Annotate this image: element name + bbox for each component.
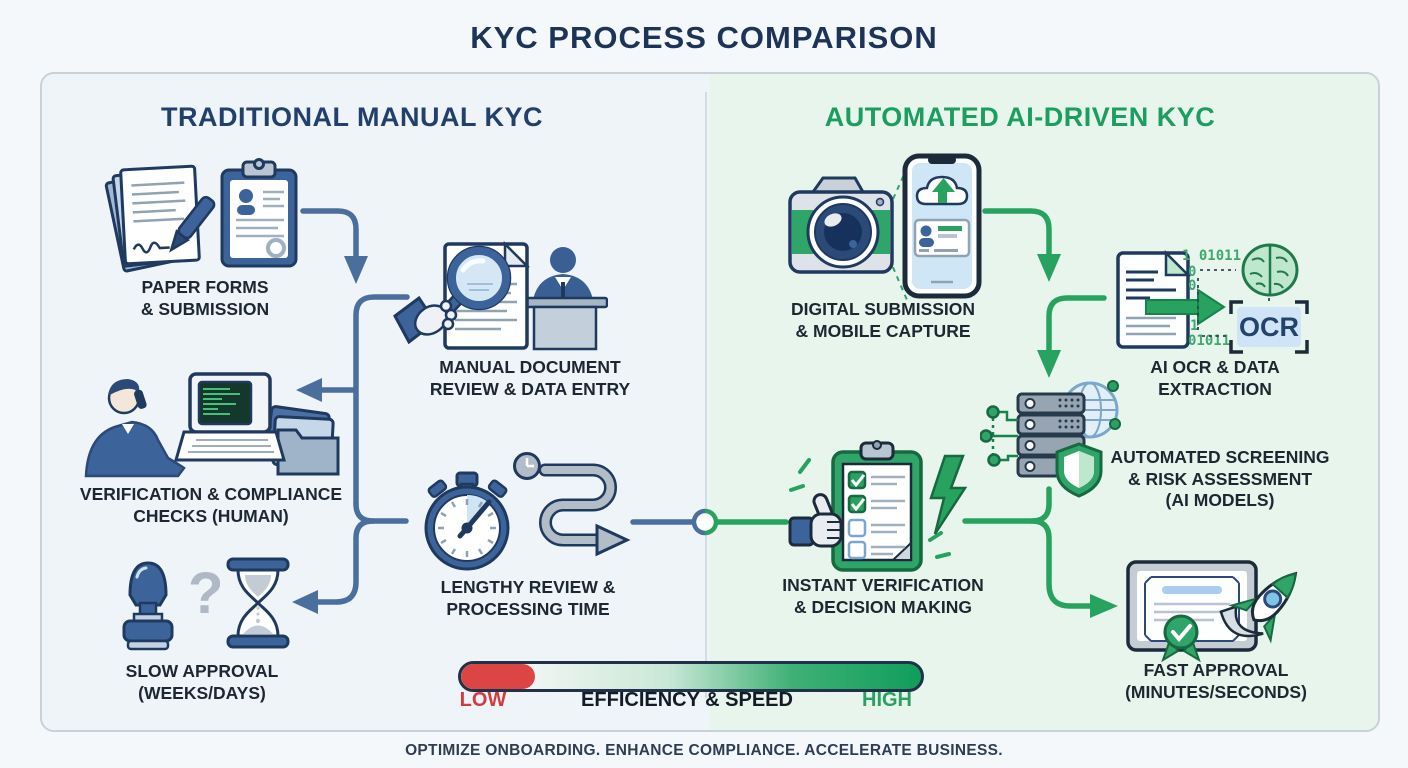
footer-tagline: OPTIMIZE ONBOARDING. ENHANCE COMPLIANCE.… (405, 742, 1003, 759)
clipboard-id-icon (220, 158, 298, 268)
page-title: KYC PROCESS COMPARISON (470, 20, 938, 55)
svg-text:0: 0 (1188, 264, 1196, 280)
svg-text:1: 1 (1190, 318, 1198, 334)
svg-text:1 01011: 1 01011 (1182, 248, 1241, 264)
step-label-paper-forms: PAPER FORMS & SUBMISSION (140, 277, 270, 319)
network-nodes-icon (980, 405, 1018, 467)
lightning-bolt-icon (929, 454, 968, 535)
rocket-icon (1219, 571, 1298, 644)
step-label-ai-ocr: AI OCR & DATA EXTRACTION (1150, 357, 1280, 399)
verification-human-icon (84, 372, 340, 478)
svg-text:OCR: OCR (1239, 312, 1299, 342)
pen-icon (169, 195, 216, 253)
step-label-instant-verification: INSTANT VERIFICATION & DECISION MAKING (782, 575, 984, 617)
slow-approval-icon: ? (122, 557, 290, 651)
step-label-verification-human: VERIFICATION & COMPLIANCE CHECKS (HUMAN) (79, 484, 343, 526)
checklist-clipboard-icon (831, 440, 923, 572)
step-label-fast-approval: FAST APPROVAL (MINUTES/SECONDS) (1125, 660, 1307, 702)
efficiency-low-label: LOW (459, 689, 507, 711)
lengthy-review-icon (424, 452, 631, 571)
extraction-arrow-icon (1145, 288, 1226, 326)
person-on-phone-icon (84, 379, 186, 478)
instant-verification-icon (788, 440, 968, 572)
svg-text:01011: 01011 (1188, 333, 1230, 349)
ocr-badge: OCR (1229, 300, 1309, 354)
step-label-manual-review: MANUAL DOCUMENT REVIEW & DATA ENTRY (429, 357, 631, 399)
step-label-slow-approval: SLOW APPROVAL (WEEKS/DAYS) (125, 661, 279, 703)
crt-computer-icon (174, 372, 286, 462)
fast-approval-icon (1126, 560, 1298, 663)
efficiency-high-label: HIGH (862, 689, 912, 711)
efficiency-speed-bar (458, 661, 924, 692)
automated-screening-icon (980, 380, 1121, 498)
step-label-digital-submission: DIGITAL SUBMISSION & MOBILE CAPTURE (790, 299, 976, 341)
question-mark-glyph: ? (188, 561, 223, 626)
left-column-heading: TRADITIONAL MANUAL KYC (161, 102, 543, 132)
right-column-heading: AUTOMATED AI-DRIVEN KYC (824, 102, 1216, 132)
capture-dashed-lines (888, 167, 908, 301)
camera-icon (788, 176, 894, 274)
manual-review-icon (393, 240, 608, 351)
paper-forms-icon (104, 158, 298, 273)
certificate-icon (1126, 560, 1258, 663)
squiggle-arrow-icon (513, 452, 631, 557)
thumbs-up-icon (788, 493, 843, 548)
shield-icon (1055, 442, 1103, 498)
svg-text:0: 0 (1188, 278, 1196, 294)
step-label-lengthy-review: LENGTHY REVIEW & PROCESSING TIME (440, 577, 616, 619)
digital-submission-icon (788, 153, 982, 301)
binary-digits: 1 01011 0 0 1 01011 (1182, 248, 1241, 349)
stamp-icon (122, 561, 174, 651)
desk-person-icon (521, 247, 608, 351)
ai-ocr-icon: 1 01011 0 0 1 01011 OCR (1116, 243, 1309, 354)
efficiency-bar-low-segment (461, 664, 535, 689)
phone-icon (902, 153, 982, 299)
ocr-dashed-links (1197, 269, 1270, 337)
hand-icon (393, 295, 458, 345)
brain-icon (1241, 243, 1299, 297)
ribbon-check-icon (1161, 614, 1201, 663)
hourglass-icon (226, 557, 290, 649)
id-card-icon (913, 218, 971, 258)
efficiency-center-label: EFFICIENCY & SPEED (581, 689, 793, 711)
stopwatch-icon (424, 471, 510, 571)
step-label-automated-screening: AUTOMATED SCREENING & RISK ASSESSMENT (A… (1110, 447, 1330, 511)
